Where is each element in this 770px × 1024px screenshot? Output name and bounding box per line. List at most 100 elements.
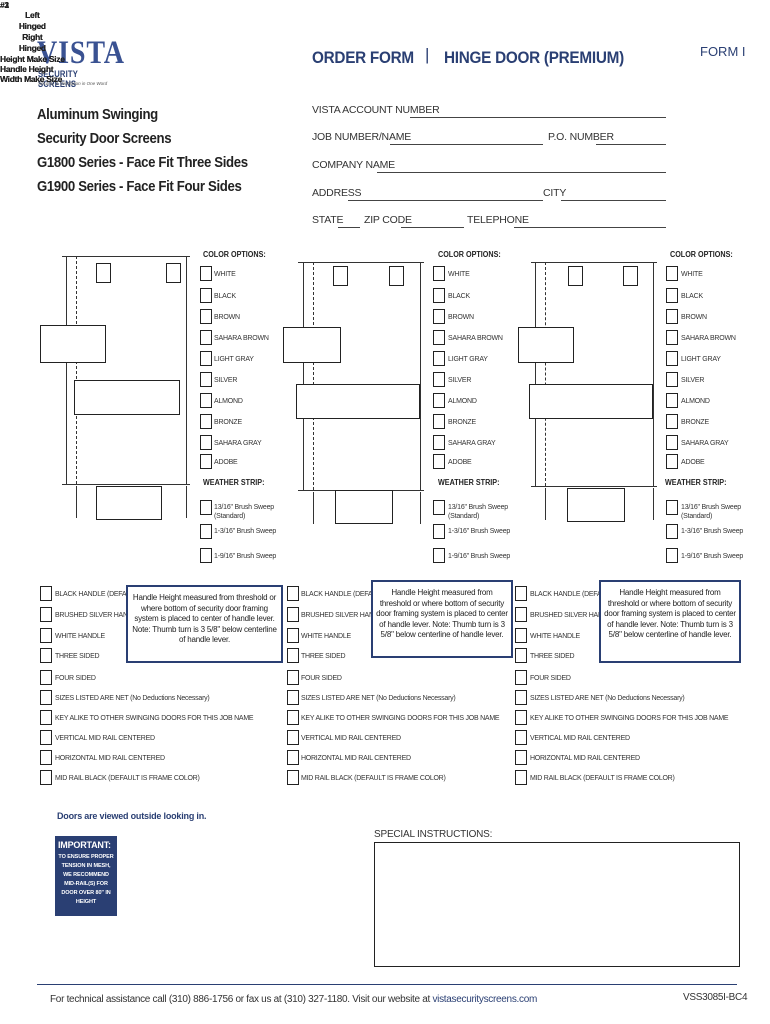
extra-option-checkbox[interactable] bbox=[287, 750, 299, 765]
color-checkbox[interactable] bbox=[666, 266, 678, 281]
weather-strip-checkbox[interactable] bbox=[666, 548, 678, 563]
color-checkbox[interactable] bbox=[433, 435, 445, 450]
extra-option-checkbox[interactable] bbox=[515, 690, 527, 705]
handle-option-checkbox[interactable] bbox=[40, 648, 52, 663]
color-checkbox[interactable] bbox=[200, 266, 212, 281]
telephone-field[interactable] bbox=[514, 227, 666, 228]
color-checkbox[interactable] bbox=[433, 372, 445, 387]
handle-input[interactable] bbox=[74, 380, 180, 415]
color-checkbox[interactable] bbox=[200, 393, 212, 408]
weather-strip-checkbox[interactable] bbox=[200, 500, 212, 515]
color-checkbox[interactable] bbox=[200, 288, 212, 303]
weather-strip-checkbox[interactable] bbox=[200, 548, 212, 563]
right-hinged-checkbox[interactable] bbox=[389, 266, 404, 286]
color-checkbox[interactable] bbox=[433, 454, 445, 469]
weather-strip-checkbox[interactable] bbox=[433, 548, 445, 563]
color-checkbox[interactable] bbox=[433, 288, 445, 303]
handle-option-checkbox[interactable] bbox=[287, 607, 299, 622]
handle-input[interactable] bbox=[296, 384, 420, 419]
extra-option-checkbox[interactable] bbox=[515, 710, 527, 725]
color-checkbox[interactable] bbox=[666, 288, 678, 303]
right-hinged-checkbox[interactable] bbox=[623, 266, 638, 286]
color-checkbox[interactable] bbox=[200, 435, 212, 450]
job-field[interactable] bbox=[390, 144, 543, 145]
weather-strip-checkbox[interactable] bbox=[433, 500, 445, 515]
extra-option-checkbox[interactable] bbox=[287, 770, 299, 785]
extra-option-label: FOUR SIDED bbox=[301, 675, 342, 682]
color-checkbox[interactable] bbox=[200, 454, 212, 469]
handle-option-checkbox[interactable] bbox=[287, 586, 299, 601]
address-field[interactable] bbox=[348, 200, 543, 201]
company-field[interactable] bbox=[377, 172, 666, 173]
extra-option-checkbox[interactable] bbox=[40, 710, 52, 725]
color-checkbox[interactable] bbox=[666, 372, 678, 387]
color-checkbox[interactable] bbox=[666, 414, 678, 429]
extra-option-checkbox[interactable] bbox=[287, 710, 299, 725]
handle-input[interactable] bbox=[529, 384, 653, 419]
color-checkbox[interactable] bbox=[200, 414, 212, 429]
color-checkbox[interactable] bbox=[666, 309, 678, 324]
color-checkbox[interactable] bbox=[200, 372, 212, 387]
color-option-label: BRONZE bbox=[214, 419, 242, 426]
left-hinged-checkbox[interactable] bbox=[96, 263, 111, 283]
height-input[interactable] bbox=[518, 327, 574, 363]
left-hinged-checkbox[interactable] bbox=[333, 266, 348, 286]
color-checkbox[interactable] bbox=[433, 266, 445, 281]
color-checkbox[interactable] bbox=[433, 309, 445, 324]
footer-website-link[interactable]: vistasecurityscreens.com bbox=[432, 994, 537, 1005]
extra-option-checkbox[interactable] bbox=[515, 670, 527, 685]
extra-option-checkbox[interactable] bbox=[287, 670, 299, 685]
color-checkbox[interactable] bbox=[433, 351, 445, 366]
handle-option-checkbox[interactable] bbox=[515, 628, 527, 643]
color-checkbox[interactable] bbox=[433, 393, 445, 408]
weather-strip-checkbox[interactable] bbox=[200, 524, 212, 539]
extra-option-checkbox[interactable] bbox=[287, 730, 299, 745]
extra-option-checkbox[interactable] bbox=[40, 730, 52, 745]
color-checkbox[interactable] bbox=[666, 351, 678, 366]
weather-strip-checkbox[interactable] bbox=[666, 500, 678, 515]
extra-option-checkbox[interactable] bbox=[40, 770, 52, 785]
right-hinged-checkbox[interactable] bbox=[166, 263, 181, 283]
color-option-label: LIGHT GRAY bbox=[681, 356, 721, 363]
handle-option-checkbox[interactable] bbox=[40, 607, 52, 622]
special-instructions-field[interactable] bbox=[374, 842, 740, 967]
extra-option-checkbox[interactable] bbox=[515, 730, 527, 745]
color-checkbox[interactable] bbox=[666, 330, 678, 345]
extra-option-checkbox[interactable] bbox=[40, 690, 52, 705]
handle-option-checkbox[interactable] bbox=[515, 586, 527, 601]
zip-field[interactable] bbox=[401, 227, 464, 228]
width-input[interactable] bbox=[335, 490, 393, 524]
po-field[interactable] bbox=[596, 144, 666, 145]
color-checkbox[interactable] bbox=[200, 330, 212, 345]
color-checkbox[interactable] bbox=[666, 435, 678, 450]
handle-option-checkbox[interactable] bbox=[287, 648, 299, 663]
weather-strip-checkbox[interactable] bbox=[666, 524, 678, 539]
color-checkbox[interactable] bbox=[200, 351, 212, 366]
color-checkbox[interactable] bbox=[433, 330, 445, 345]
weather-strip-checkbox[interactable] bbox=[433, 524, 445, 539]
extra-option-checkbox[interactable] bbox=[515, 750, 527, 765]
handle-option-checkbox[interactable] bbox=[515, 607, 527, 622]
handle-option-checkbox[interactable] bbox=[287, 628, 299, 643]
height-input[interactable] bbox=[283, 327, 341, 363]
width-input[interactable] bbox=[96, 486, 162, 520]
color-checkbox[interactable] bbox=[200, 309, 212, 324]
left-hinged-checkbox[interactable] bbox=[568, 266, 583, 286]
handle-option-checkbox[interactable] bbox=[40, 586, 52, 601]
color-checkbox[interactable] bbox=[666, 454, 678, 469]
extra-option-checkbox[interactable] bbox=[40, 670, 52, 685]
color-checkbox[interactable] bbox=[666, 393, 678, 408]
door-panel-3: COLOR OPTIONS: #3 Left Hinged Right Hing… bbox=[0, 0, 733, 522]
city-field[interactable] bbox=[561, 200, 666, 201]
handle-option-checkbox[interactable] bbox=[515, 648, 527, 663]
account-field[interactable] bbox=[410, 117, 666, 118]
extra-option-checkbox[interactable] bbox=[287, 690, 299, 705]
extra-option-checkbox[interactable] bbox=[515, 770, 527, 785]
left-label-a: Left bbox=[25, 10, 40, 20]
width-input[interactable] bbox=[567, 488, 625, 522]
color-checkbox[interactable] bbox=[433, 414, 445, 429]
height-input[interactable] bbox=[40, 325, 106, 363]
extra-option-checkbox[interactable] bbox=[40, 750, 52, 765]
state-field[interactable] bbox=[338, 227, 360, 228]
handle-option-checkbox[interactable] bbox=[40, 628, 52, 643]
